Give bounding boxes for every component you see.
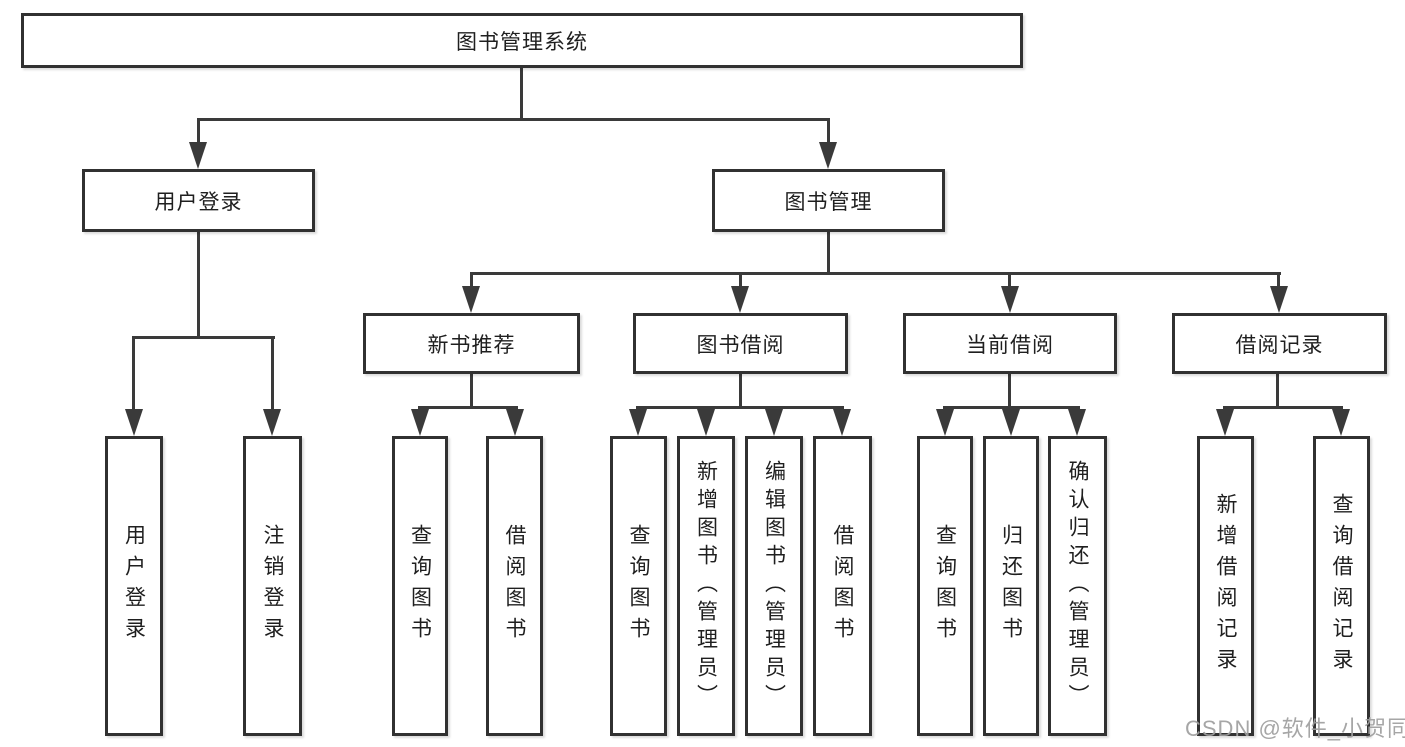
leaf-borrow-books-2-label: 借阅图书 (831, 524, 854, 648)
connector-user-login-stem (197, 118, 200, 144)
arrowhead-g5-1 (1216, 409, 1234, 436)
leaf-user-login-label: 用户登录 (122, 524, 146, 648)
connector-g3-stem (739, 374, 742, 408)
node-user-login-label: 用户登录 (154, 190, 243, 214)
arrowhead-g4-2 (1002, 409, 1020, 436)
connector-level3-distributor (470, 272, 1281, 275)
watermark-text: CSDN @软件_小贺同学 (1185, 716, 1405, 741)
connector-book-borrow-stem (739, 272, 742, 288)
arrowhead-g3-2 (697, 409, 715, 436)
node-root: 图书管理系统 (21, 13, 1023, 68)
arrowhead-to-leaf-user-login (125, 409, 143, 436)
leaf-query-books-3-label: 查询图书 (933, 524, 957, 648)
connector-borrow-record-stem (1277, 272, 1280, 288)
arrowhead-to-current-borrow (1001, 286, 1019, 313)
leaf-query-books-1-label: 查询图书 (408, 524, 432, 648)
leaf-add-borrow-record: 新增借阅记录 (1197, 436, 1254, 736)
leaf-confirm-return-admin-label: 确认归还（管理员） (1066, 460, 1089, 712)
leaf-add-book-admin-label: 新增图书（管理员） (694, 460, 718, 712)
leaf-add-borrow-record-label: 新增借阅记录 (1214, 493, 1237, 679)
leaf-query-books-2-label: 查询图书 (627, 524, 650, 648)
arrowhead-to-borrow-record (1270, 286, 1288, 313)
arrowhead-g5-2 (1332, 409, 1350, 436)
leaf-borrow-books-2: 借阅图书 (813, 436, 872, 736)
arrowhead-g4-1 (936, 409, 954, 436)
connector-book-mgmt-stem (827, 118, 830, 144)
arrowhead-to-new-book (462, 286, 480, 313)
node-book-borrow-label: 图书借阅 (696, 333, 785, 357)
connector-g1-drop-2 (271, 336, 274, 411)
node-user-login: 用户登录 (82, 169, 315, 232)
leaf-return-book: 归还图书 (983, 436, 1039, 736)
connector-g1-distributor (132, 336, 275, 339)
connector-g1-drop-1 (132, 336, 135, 411)
arrowhead-g2-2 (506, 409, 524, 436)
leaf-query-books-2: 查询图书 (610, 436, 667, 736)
connector-g1-stem (197, 232, 200, 338)
connector-root-stem (520, 68, 523, 120)
leaf-edit-book-admin: 编辑图书（管理员） (745, 436, 803, 736)
arrowhead-g3-1 (629, 409, 647, 436)
arrowhead-g4-3 (1068, 409, 1086, 436)
connector-g4-distributor (943, 406, 1080, 409)
leaf-borrow-books-1: 借阅图书 (486, 436, 543, 736)
leaf-return-book-label: 归还图书 (999, 524, 1023, 648)
arrowhead-g2-1 (411, 409, 429, 436)
node-current-borrow: 当前借阅 (903, 313, 1117, 374)
leaf-query-books-3: 查询图书 (917, 436, 973, 736)
node-root-label: 图书管理系统 (456, 30, 588, 54)
leaf-user-login: 用户登录 (105, 436, 163, 736)
connector-g5-distributor (1223, 406, 1343, 409)
connector-g3-distributor (636, 406, 844, 409)
node-book-management: 图书管理 (712, 169, 945, 232)
connector-level2-distributor (197, 118, 830, 121)
node-new-book-recommend-label: 新书推荐 (427, 333, 516, 357)
leaf-logout: 注销登录 (243, 436, 302, 736)
connector-new-book-stem (470, 272, 473, 288)
leaf-logout-label: 注销登录 (261, 524, 284, 648)
node-book-management-label: 图书管理 (784, 190, 873, 214)
connector-g2-stem (470, 374, 473, 408)
node-new-book-recommend: 新书推荐 (363, 313, 580, 374)
leaf-query-borrow-record: 查询借阅记录 (1313, 436, 1370, 736)
node-current-borrow-label: 当前借阅 (966, 333, 1054, 357)
leaf-add-book-admin: 新增图书（管理员） (677, 436, 735, 736)
leaf-query-books-1: 查询图书 (392, 436, 448, 736)
leaf-confirm-return-admin: 确认归还（管理员） (1048, 436, 1107, 736)
connector-g5-stem (1276, 374, 1279, 408)
connector-g4-stem (1008, 374, 1011, 408)
leaf-query-borrow-record-label: 查询借阅记录 (1330, 493, 1353, 679)
node-borrow-record-label: 借阅记录 (1235, 333, 1324, 357)
leaf-edit-book-admin-label: 编辑图书（管理员） (762, 460, 786, 712)
connector-level3-stem (827, 232, 830, 274)
arrowhead-to-book-mgmt (819, 142, 837, 169)
node-book-borrow: 图书借阅 (633, 313, 848, 374)
arrowhead-g3-3 (765, 409, 783, 436)
connector-g2-distributor (418, 406, 518, 409)
connector-current-borrow-stem (1008, 272, 1011, 288)
arrowhead-to-book-borrow (731, 286, 749, 313)
arrowhead-g3-4 (833, 409, 851, 436)
arrowhead-to-leaf-logout (263, 409, 281, 436)
arrowhead-to-user-login (189, 142, 207, 169)
node-borrow-record: 借阅记录 (1172, 313, 1387, 374)
leaf-borrow-books-1-label: 借阅图书 (503, 524, 526, 648)
